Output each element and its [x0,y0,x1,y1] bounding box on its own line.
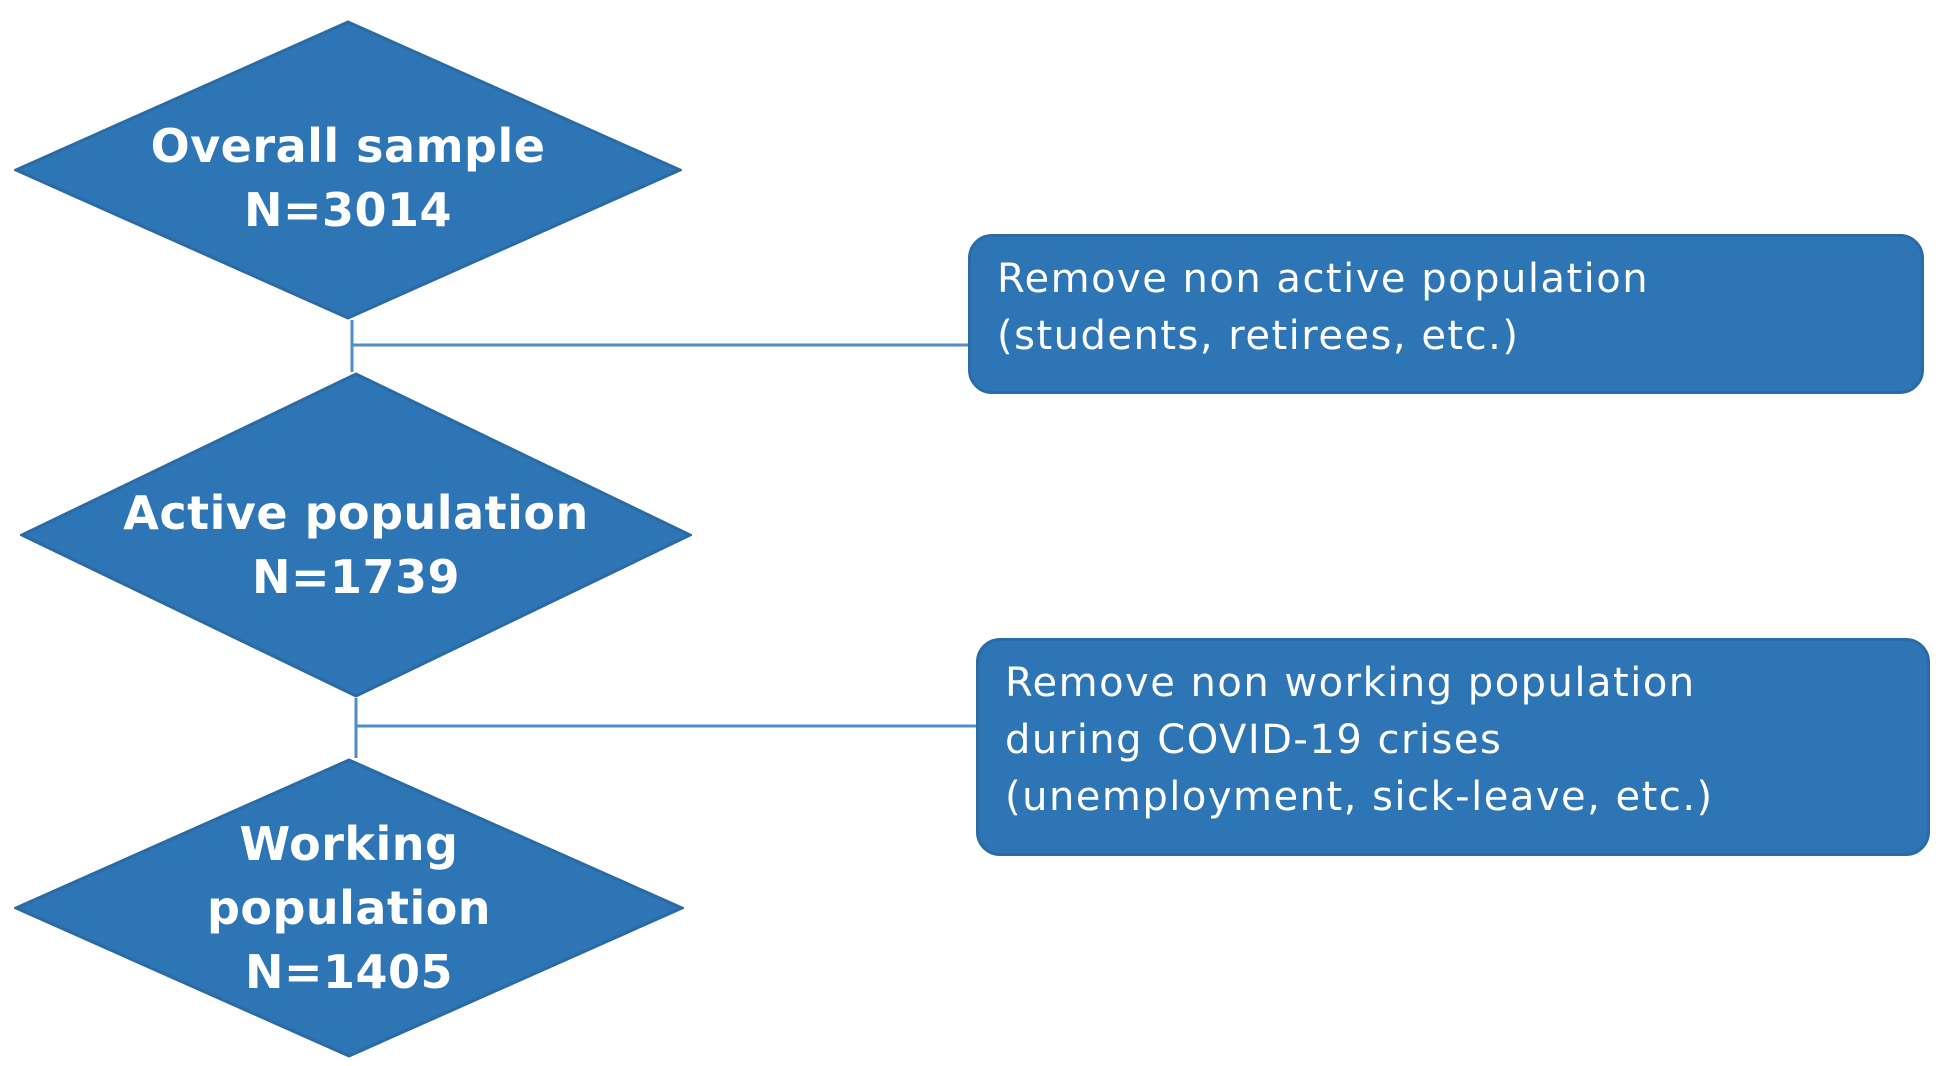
exclusion-box-non-active: Remove non active population (students, … [968,234,1924,394]
diamond-shape [14,20,682,320]
diamond-title: Active population [123,486,589,540]
exclusion-line: Remove non active population [997,256,1650,302]
diamond-title-line-1: Working [239,817,459,871]
exclusion-box-non-working: Remove non working population during COV… [976,638,1930,856]
diamond-working-population: Working population N=1405 [14,758,684,1058]
diamond-count: N=3014 [243,183,453,237]
exclusion-line: during COVID-19 crises [1005,717,1503,763]
exclusion-line: (students, retirees, etc.) [997,313,1520,359]
diamond-shape [20,372,692,698]
diamond-shape [14,758,684,1058]
exclusion-line: (unemployment, sick-leave, etc.) [1005,774,1714,820]
diamond-title: Overall sample [150,119,546,173]
diamond-label: Working population N=1405 [14,758,684,1058]
diamond-overall-sample: Overall sample N=3014 [14,20,682,320]
diamond-label: Overall sample N=3014 [14,20,682,328]
diamond-label: Active population N=1739 [20,372,692,708]
diamond-title-line-2: population [206,881,492,935]
exclusion-line: Remove non working population [1005,660,1696,706]
diamond-count: N=1739 [251,550,461,604]
diamond-active-population: Active population N=1739 [20,372,692,698]
diamond-count: N=1405 [244,945,454,999]
